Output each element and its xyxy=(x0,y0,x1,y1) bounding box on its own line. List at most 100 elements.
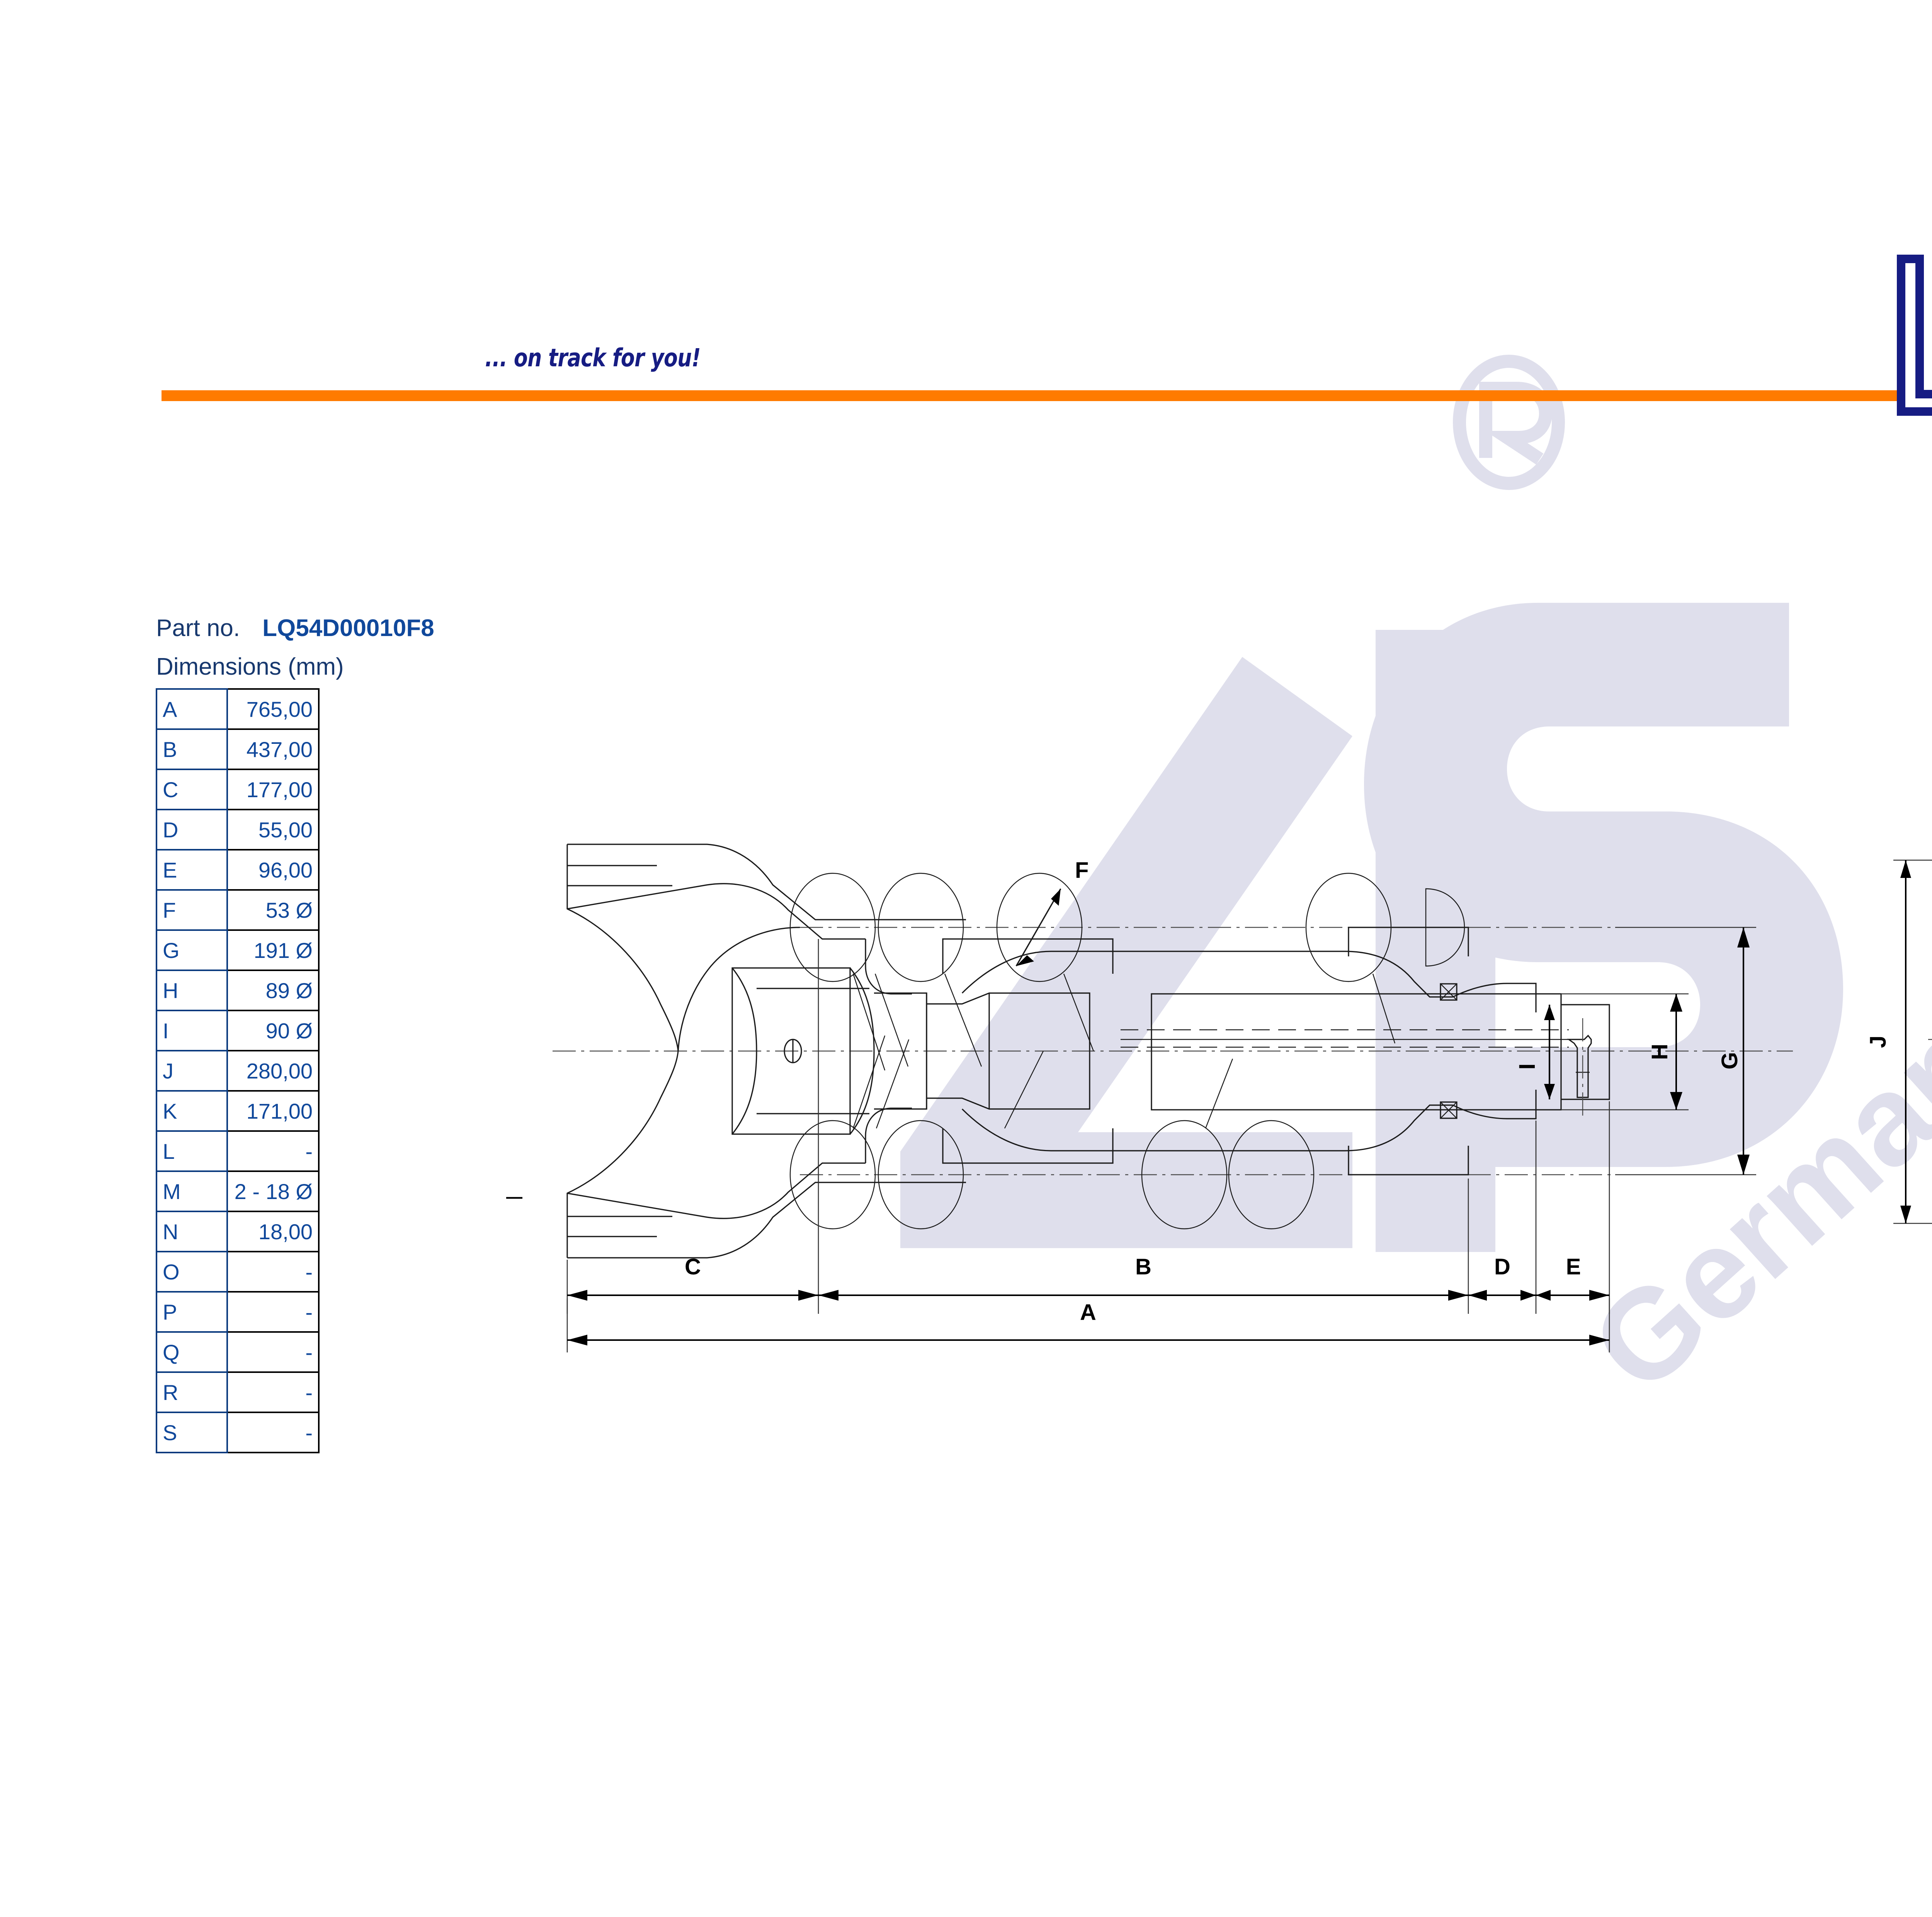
dimensions-table-body: A 765,00 B 437,00 C 177,00 D 55,00 E 96,… xyxy=(156,688,320,1453)
dimension-value: 177,00 xyxy=(226,769,320,810)
table-row: A 765,00 xyxy=(156,688,320,730)
table-row: O - xyxy=(156,1251,320,1293)
dimension-key: B xyxy=(156,728,228,770)
dimension-value: 437,00 xyxy=(226,728,320,770)
dimension-key: I xyxy=(156,1010,228,1051)
barrel-lower xyxy=(961,1104,1453,1152)
dimension-value: 2 - 18 Ø xyxy=(226,1170,320,1212)
dimensions-table: A 765,00 B 437,00 C 177,00 D 55,00 E 96,… xyxy=(156,688,320,1453)
retainer-plate-lower xyxy=(942,1128,1114,1164)
table-row: F 53 Ø xyxy=(156,889,320,931)
dimension-value: 55,00 xyxy=(226,809,320,850)
dimension-label-F: F xyxy=(1075,858,1088,883)
table-row: L - xyxy=(156,1130,320,1172)
dimension-value: 18,00 xyxy=(226,1211,320,1252)
dimension-key: Q xyxy=(156,1331,228,1373)
table-row: M 2 - 18 Ø xyxy=(156,1170,320,1212)
dimension-value: 191 Ø xyxy=(226,929,320,971)
table-row: E 96,00 xyxy=(156,849,320,891)
dimension-J: J xyxy=(1866,859,1932,1224)
dimension-value: - xyxy=(226,1331,320,1373)
hex-head-chamfer-top xyxy=(731,968,757,1135)
dimension-label-I: I xyxy=(1515,1063,1540,1070)
dimension-label-C: C xyxy=(685,1254,701,1279)
roller-lower-1 xyxy=(789,1120,876,1230)
retainer-plate-upper-2 xyxy=(1348,927,1469,956)
dimension-label-B: B xyxy=(1135,1254,1151,1279)
dimension-key: H xyxy=(156,970,228,1011)
yoke-lower-outer xyxy=(566,1051,679,1258)
dimension-key: E xyxy=(156,849,228,891)
roller-guide-l1 xyxy=(852,1035,886,1129)
roller-guide-u2 xyxy=(874,973,909,1067)
dimension-I: I xyxy=(1515,1005,1555,1099)
roller-guide-l3 xyxy=(1004,1051,1044,1129)
dimension-key: F xyxy=(156,889,228,931)
dimension-key: A xyxy=(156,688,228,730)
dimension-label-E: E xyxy=(1566,1254,1581,1279)
dimension-H: H xyxy=(1561,993,1689,1111)
dimension-key: S xyxy=(156,1412,228,1453)
dimension-label-H: H xyxy=(1647,1044,1672,1060)
dimension-chain-cbde: C B D E xyxy=(566,939,1610,1314)
part-number-value: LQ54D00010F8 xyxy=(262,615,434,641)
roller-guide-u1 xyxy=(852,973,886,1071)
dimension-value: - xyxy=(226,1130,320,1172)
side-view: G H I F xyxy=(506,844,1793,1352)
dimension-key: N xyxy=(156,1211,228,1252)
yoke-upper-inner xyxy=(677,927,800,1051)
dimension-value: 90 Ø xyxy=(226,1010,320,1051)
dimensions-title: Dimensions (mm) xyxy=(156,653,344,680)
dimension-value: 89 Ø xyxy=(226,970,320,1011)
dimension-key: D xyxy=(156,809,228,850)
dimension-key: G xyxy=(156,929,228,971)
dimension-label-A: A xyxy=(1080,1300,1096,1325)
end-view: N M J xyxy=(1866,859,1932,1224)
dimension-key: M xyxy=(156,1170,228,1212)
dimension-value: 765,00 xyxy=(226,688,320,730)
yoke-lower-profile xyxy=(567,1182,966,1259)
dimension-key: R xyxy=(156,1371,228,1413)
table-row: Q - xyxy=(156,1331,320,1373)
table-row: S - xyxy=(156,1412,320,1453)
part-number-row: Part no. LQ54D00010F8 xyxy=(156,614,434,642)
dimension-value: - xyxy=(226,1291,320,1333)
table-row: C 177,00 xyxy=(156,769,320,810)
table-row: P - xyxy=(156,1291,320,1333)
dimension-key: L xyxy=(156,1130,228,1172)
table-row: B 437,00 xyxy=(156,728,320,770)
dimension-label-D: D xyxy=(1494,1254,1510,1279)
dimension-label-J: J xyxy=(1866,1036,1891,1048)
dimension-value: - xyxy=(226,1371,320,1413)
dimension-key: C xyxy=(156,769,228,810)
dimension-A: A xyxy=(566,1298,1610,1352)
table-row: N 18,00 xyxy=(156,1211,320,1252)
dimension-value: 53 Ø xyxy=(226,889,320,931)
dimension-key: P xyxy=(156,1291,228,1333)
retainer-plate-lower-2 xyxy=(1348,1146,1469,1175)
yoke-upper-web xyxy=(567,883,866,940)
end-stub-body xyxy=(1561,1004,1610,1100)
table-row: K 171,00 xyxy=(156,1090,320,1132)
roller-guide-u3 xyxy=(944,973,982,1067)
roller-guide-u5 xyxy=(1372,973,1396,1044)
dimension-key: O xyxy=(156,1251,228,1293)
dimension-value: 96,00 xyxy=(226,849,320,891)
dimension-value: - xyxy=(226,1251,320,1293)
dimension-key: J xyxy=(156,1050,228,1092)
header-orange-rule xyxy=(162,390,1932,401)
company-tagline: ... on track for you! xyxy=(485,344,701,373)
dimension-label-G: G xyxy=(1717,1052,1742,1069)
dimension-key: K xyxy=(156,1090,228,1132)
table-row: H 89 Ø xyxy=(156,970,320,1011)
part-number-label: Part no. xyxy=(156,615,240,641)
yoke-upper-outer xyxy=(566,844,679,1051)
table-row: G 191 Ø xyxy=(156,929,320,971)
dimension-value: - xyxy=(226,1412,320,1453)
main-cylinder-body xyxy=(1151,993,1562,1111)
yoke-upper-profile xyxy=(567,844,966,920)
main-cylinder-flange-upper xyxy=(1452,983,1537,1012)
table-row: D 55,00 xyxy=(156,809,320,850)
roller-guide-l2 xyxy=(876,1039,910,1129)
